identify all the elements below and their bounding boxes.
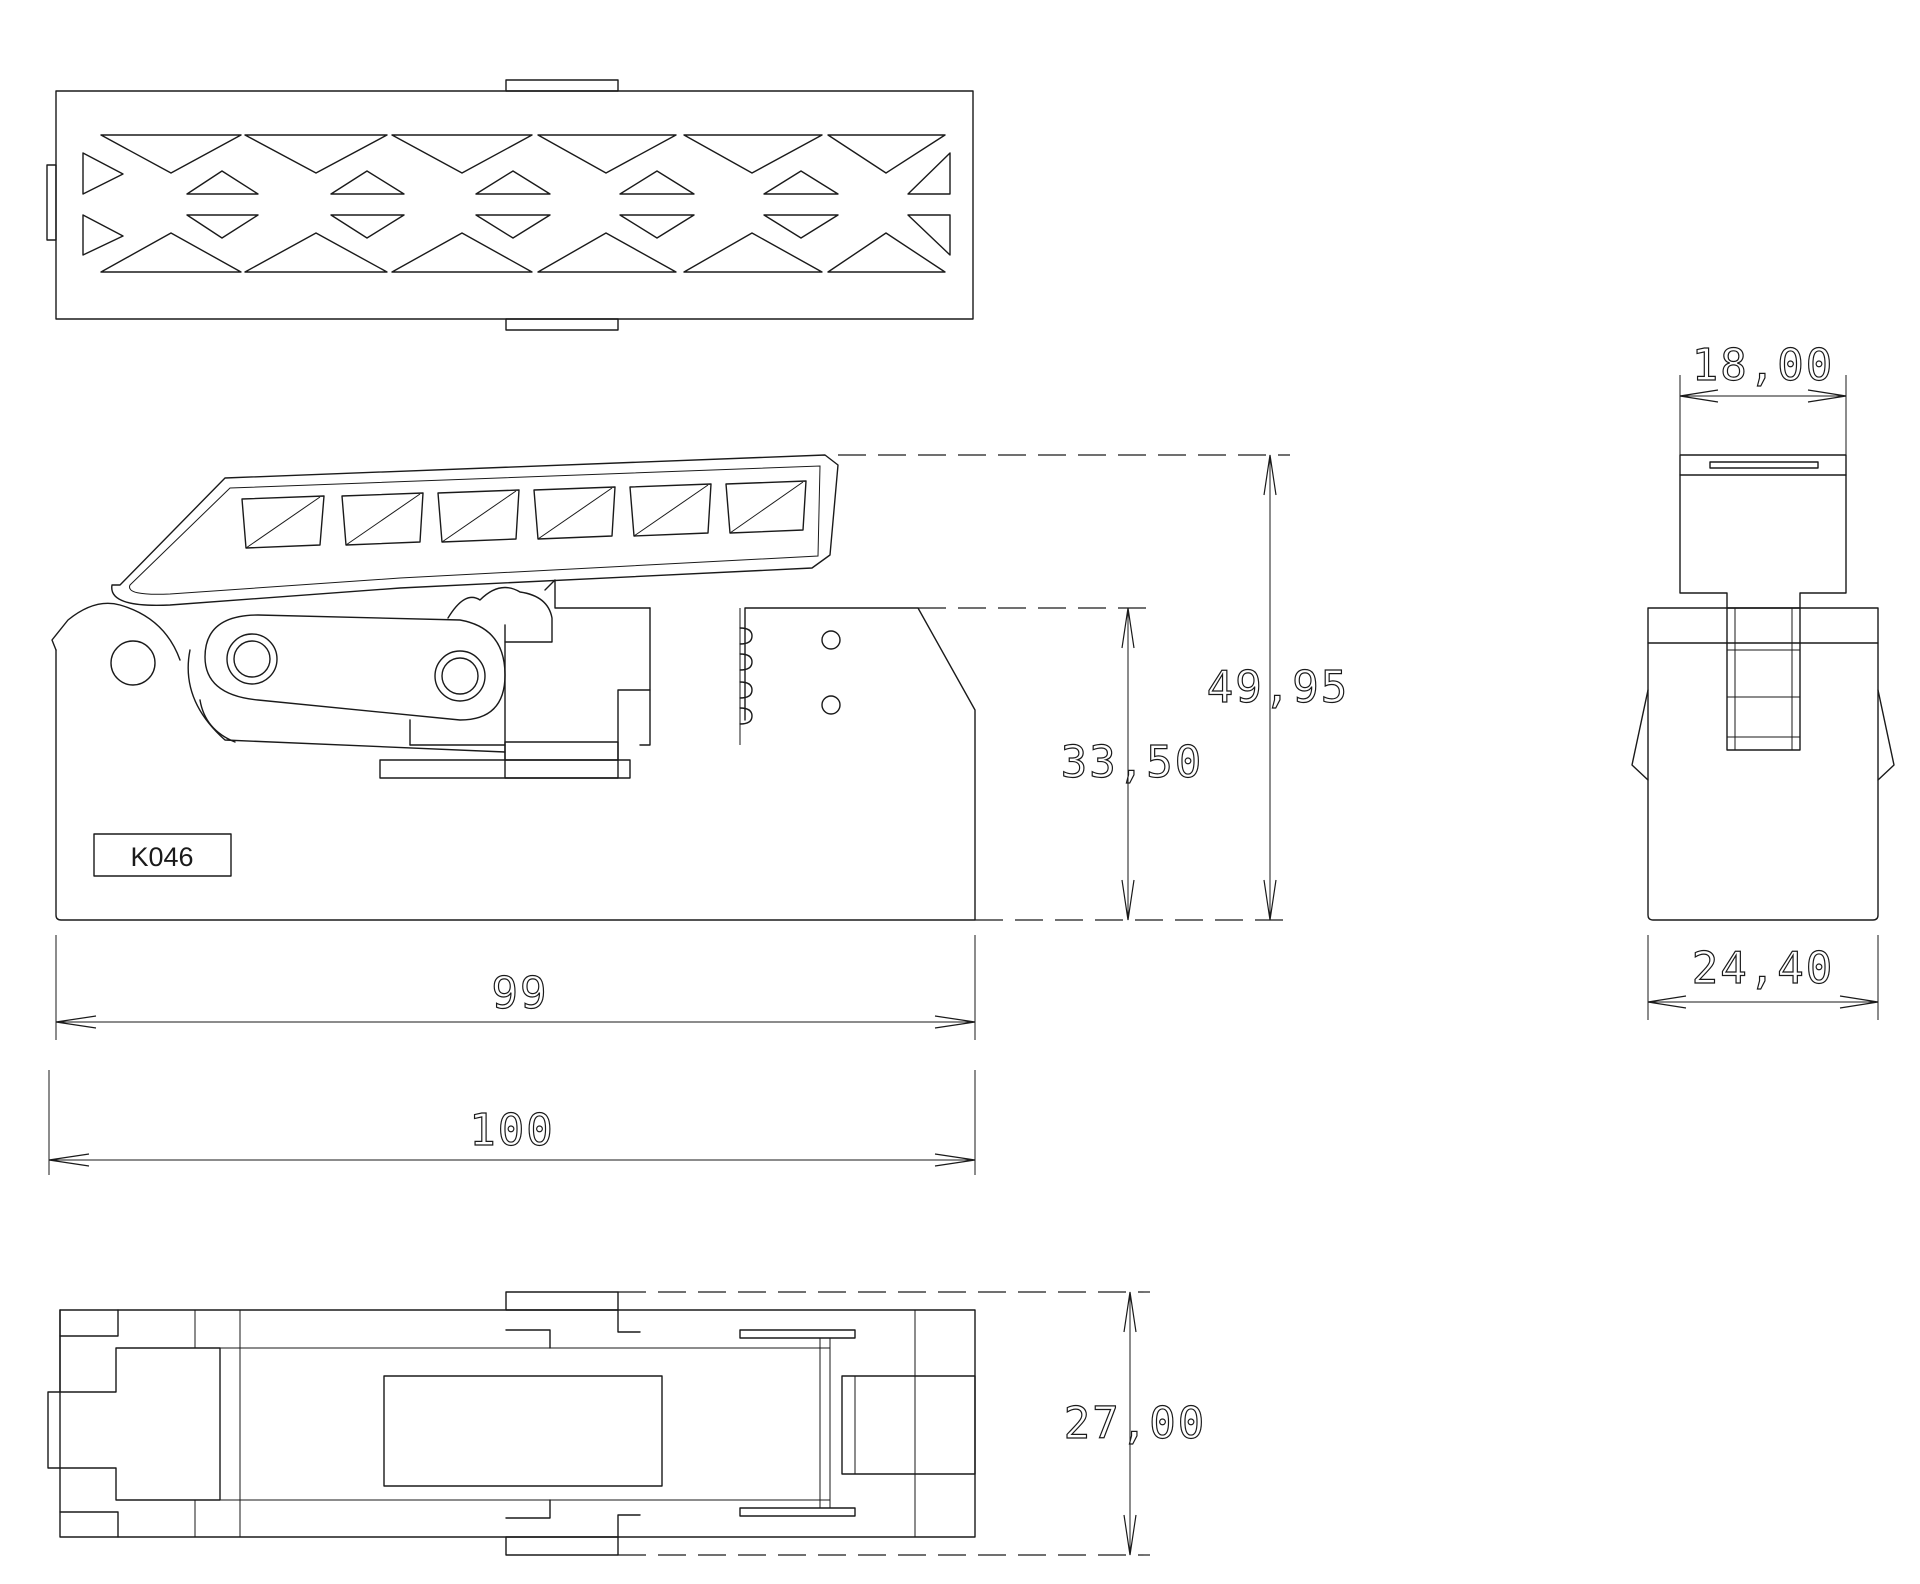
- part-label-box: [93, 833, 232, 877]
- pivot-hole: [110, 640, 156, 686]
- dim-side-top: 18,00: [1692, 340, 1834, 391]
- front-dimensions: 49,95 33,50 99 100: [48, 454, 1349, 1175]
- dim-height-total: 49,95: [1207, 662, 1349, 713]
- dim-height-body: 33,50: [1061, 737, 1203, 788]
- side-view: [1631, 454, 1895, 921]
- grating-row-top: [82, 134, 951, 195]
- plan-label-area: [383, 1375, 663, 1487]
- slot-teeth: [739, 608, 753, 745]
- top-view: [46, 79, 974, 331]
- side-dimensions: 18,00 24,40: [1647, 339, 1879, 1020]
- dim-length-inner: 99: [492, 968, 549, 1019]
- plan-view: [47, 1291, 976, 1556]
- grating-row-bottom: [82, 214, 951, 273]
- plan-dimensions: 27,00: [618, 1291, 1206, 1556]
- lever-windows: [241, 480, 807, 549]
- dim-side-bottom: 24,40: [1692, 943, 1834, 994]
- front-view: K046: [51, 454, 976, 921]
- dim-width-top: 27,00: [1064, 1398, 1206, 1449]
- dim-length-overall: 100: [469, 1105, 554, 1156]
- part-label: K046: [130, 842, 193, 872]
- toggle-link: [204, 614, 506, 721]
